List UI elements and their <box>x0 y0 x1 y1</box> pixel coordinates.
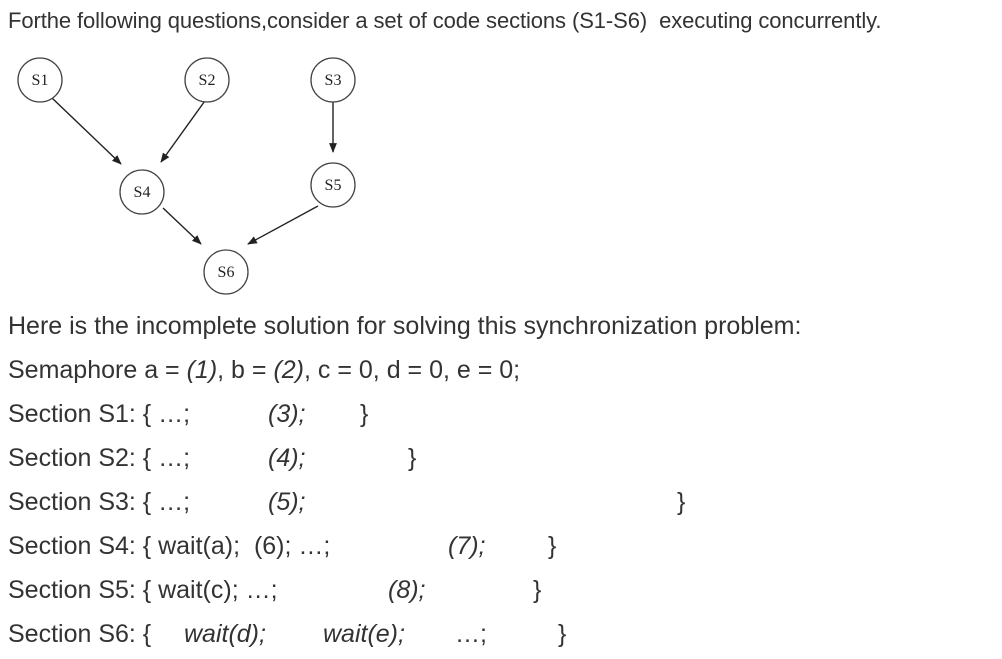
blank-4: (4); <box>268 444 306 472</box>
section-s6-wait-e: wait(e); <box>323 620 405 648</box>
section-s6-dots: …; <box>455 620 487 648</box>
node-s6: S6 <box>203 249 249 295</box>
section-s3-close: } <box>677 488 686 516</box>
node-s2-label: S2 <box>199 72 216 89</box>
section-s4-close: } <box>548 532 557 560</box>
section-s3-label: Section S3: { …; <box>8 488 191 516</box>
semaphore-rest: , c = 0, d = 0, e = 0; <box>304 356 521 384</box>
section-s4-label: Section S4: { wait(a); (6); …; <box>8 532 331 560</box>
precedence-graph: S1 S2 S3 S4 S5 S6 <box>17 57 356 295</box>
section-s5-close: } <box>533 576 542 604</box>
edge-s4-s6 <box>162 207 202 245</box>
section-s6-label: Section S6: { <box>8 620 159 648</box>
blank-8: (8); <box>388 576 426 604</box>
intro-text: Here is the incomplete solution for solv… <box>8 312 802 340</box>
semaphore-mid: , b = <box>217 356 274 384</box>
blank-3: (3); <box>268 400 306 428</box>
section-s6-wait-d: wait(d); <box>184 620 266 648</box>
node-s4-label: S4 <box>134 184 151 201</box>
section-s5-label: Section S5: { wait(c); …; <box>8 576 278 604</box>
node-s6-label: S6 <box>218 264 235 281</box>
section-s2-close: } <box>408 444 417 472</box>
blank-1: (1) <box>186 356 218 384</box>
node-s5: S5 <box>310 162 356 208</box>
node-s1-label: S1 <box>32 72 49 89</box>
node-s5-label: S5 <box>325 177 342 194</box>
node-s3: S3 <box>310 57 356 103</box>
edge-s5-s6 <box>247 205 319 245</box>
section-s2-label: Section S2: { …; <box>8 444 191 472</box>
section-s1-close: } <box>360 400 369 428</box>
node-s1: S1 <box>17 57 63 103</box>
blank-2: (2) <box>273 356 305 384</box>
section-s1-label: Section S1: { …; <box>8 400 191 428</box>
blank-7: (7); <box>448 532 486 560</box>
semaphore-prefix: Semaphore a = <box>8 356 187 384</box>
node-s4: S4 <box>119 169 165 215</box>
blank-5: (5); <box>268 488 306 516</box>
edge-s2-s4 <box>160 97 208 163</box>
edge-s1-s4 <box>51 97 122 165</box>
semaphore-line: Semaphore a = (1), b = (2), c = 0, d = 0… <box>8 356 520 385</box>
node-s3-label: S3 <box>325 72 342 89</box>
question-header: Forthe following questions,consider a se… <box>8 8 882 33</box>
node-s2: S2 <box>184 57 230 103</box>
section-s6-close: } <box>558 620 567 648</box>
